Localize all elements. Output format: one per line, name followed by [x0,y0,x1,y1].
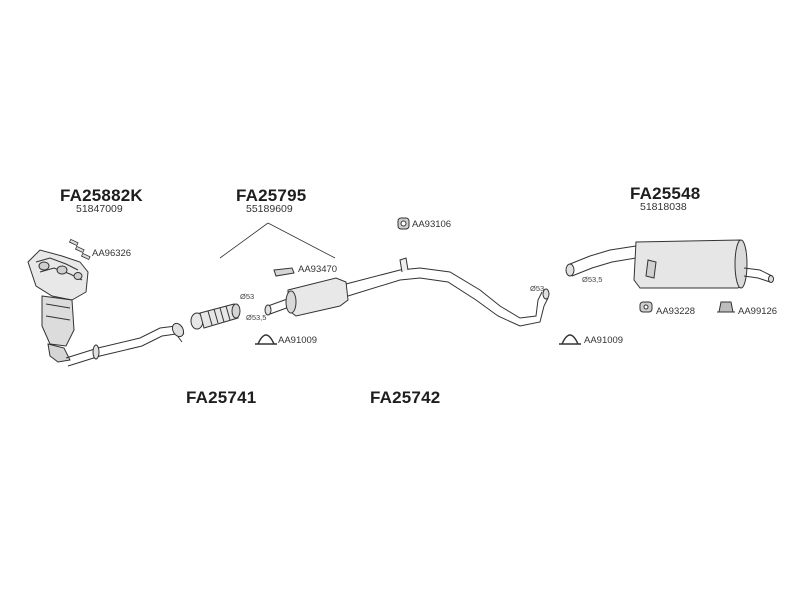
dim-label-d53-b: Ø53 [530,284,545,293]
dim-label-d535-a: Ø53,5 [246,313,267,322]
rear-muffler [565,239,774,289]
flex-pipe [190,303,241,330]
rubber-mount-b-icon [717,301,735,313]
dim-label-d535-b: Ø53,5 [582,275,603,284]
part-label-studs: AA96326 [92,248,132,259]
rubber-mount-a-icon [639,301,653,313]
manifold-catalyst [27,249,89,363]
part-label-rubber-a: AA93228 [656,306,696,317]
dim-label-d53-a: Ø53 [240,292,255,301]
stud-bolts-icon [68,238,91,261]
group-code-rear: FA25548 [630,184,701,203]
group-oe-center: 55189609 [246,203,293,215]
part-label-hanger-top: AA93106 [412,219,452,230]
part-label-clamp-right: AA91009 [584,335,624,346]
part-label-clamp-left: AA91009 [278,335,318,346]
gasket-icon [273,267,295,277]
front-pipe [65,322,185,367]
leader-lines [219,222,336,259]
group-oe-manifold: 51847009 [76,203,123,215]
clamp-right-icon [559,334,581,345]
part-label-rubber-b: AA99126 [738,306,778,317]
clamp-left-icon [255,334,277,345]
center-muffler-pipe [264,257,550,327]
group-code-mid-pipe: FA25742 [370,388,441,407]
group-code-center: FA25795 [236,186,307,205]
group-code-manifold: FA25882K [60,186,143,205]
group-code-front-pipe: FA25741 [186,388,257,407]
group-oe-rear: 51818038 [640,201,687,213]
hanger-top-icon [397,217,410,230]
part-label-gasket: AA93470 [298,264,338,275]
